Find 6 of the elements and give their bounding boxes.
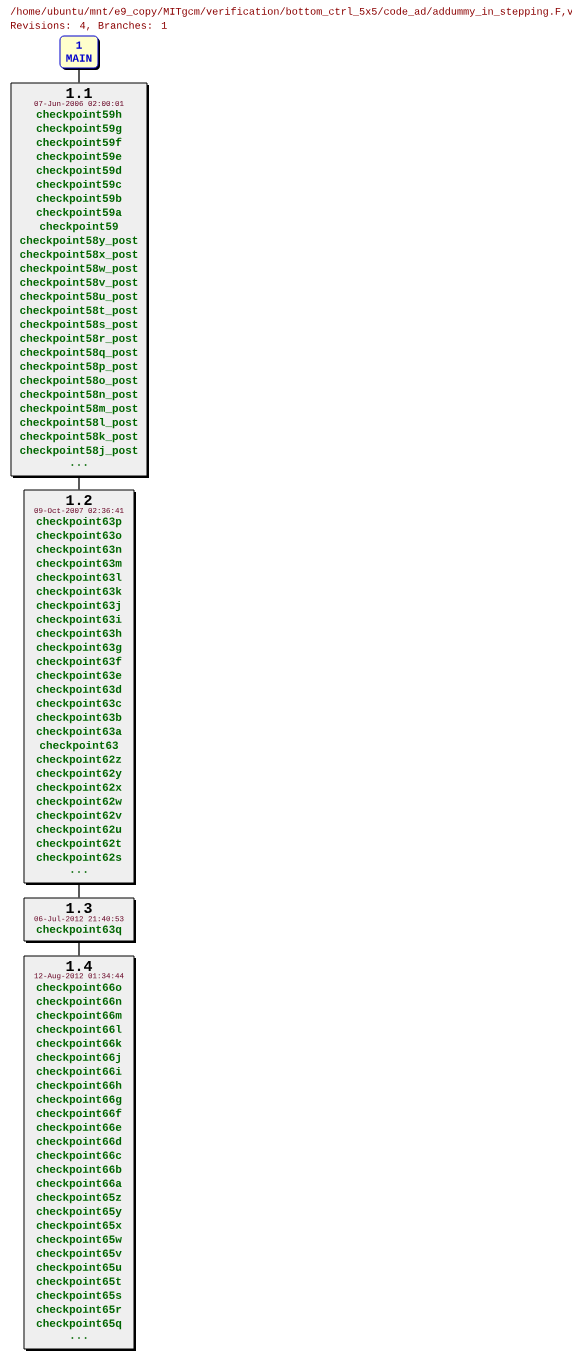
connector-line bbox=[78, 940, 80, 957]
branch-box: 1 MAIN bbox=[59, 35, 100, 70]
connector-line bbox=[78, 67, 80, 84]
header-text: /home/ubuntu/mnt/e9_copy/MITgcm/verification/bottom_ctrl_5x5/code_ad/addummy_in_stepping.F,v bbox=[10, 7, 572, 17]
connector-line bbox=[78, 882, 80, 899]
connector-line bbox=[78, 475, 80, 491]
